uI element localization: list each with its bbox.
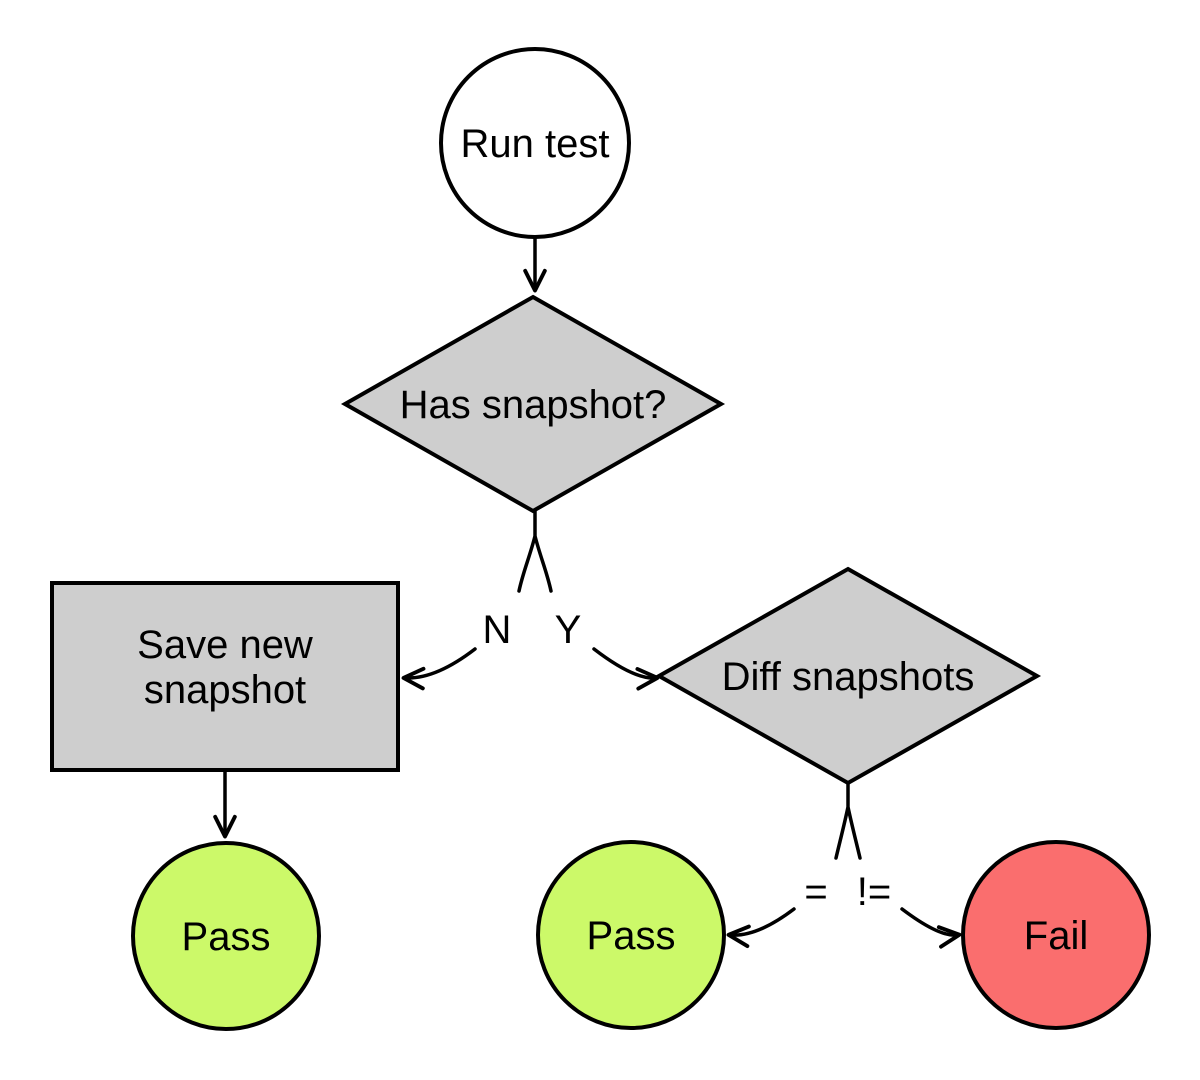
node-run-test: Run test bbox=[439, 47, 631, 239]
node-diff-snapshots: Diff snapshots bbox=[654, 566, 1042, 786]
pass-no-branch-circle bbox=[131, 841, 321, 1031]
fail-label: Fail bbox=[1024, 914, 1088, 958]
pass-equal-branch-label: Pass bbox=[587, 914, 676, 958]
save-new-snapshot-rect bbox=[50, 581, 400, 772]
edge-label-no: N bbox=[483, 608, 512, 652]
node-fail: Fail bbox=[961, 840, 1151, 1030]
pass-equal-branch-circle bbox=[536, 840, 726, 1030]
run-test-label: Run test bbox=[461, 122, 610, 166]
edge-label-yes: Y bbox=[555, 608, 582, 652]
node-has-snapshot: Has snapshot? bbox=[340, 294, 726, 514]
pass-no-branch-label: Pass bbox=[182, 915, 271, 959]
edge-label-equal: = bbox=[804, 870, 827, 914]
edge-hassnapshot-fork bbox=[517, 509, 553, 593]
edge-notequal-to-fail bbox=[900, 907, 962, 949]
edge-yes-to-diff bbox=[592, 647, 660, 691]
run-test-circle bbox=[439, 47, 631, 239]
diff-snapshots-label: Diff snapshots bbox=[722, 655, 975, 699]
diff-snapshots-diamond bbox=[654, 566, 1042, 786]
has-snapshot-label: Has snapshot? bbox=[400, 383, 667, 427]
node-pass-no-branch: Pass bbox=[131, 841, 321, 1031]
save-new-snapshot-label-line1: Save new bbox=[137, 623, 313, 667]
node-pass-equal-branch: Pass bbox=[536, 840, 726, 1030]
edge-no-to-save bbox=[401, 647, 477, 691]
node-save-new-snapshot: Save new snapshot bbox=[50, 581, 400, 772]
edge-diffsnapshots-fork bbox=[834, 782, 862, 860]
edge-label-not-equal: != bbox=[857, 870, 891, 914]
fail-circle bbox=[961, 840, 1151, 1030]
save-new-snapshot-label-line2: snapshot bbox=[144, 668, 306, 712]
has-snapshot-diamond bbox=[340, 294, 726, 514]
edge-equal-to-pass bbox=[726, 907, 796, 949]
